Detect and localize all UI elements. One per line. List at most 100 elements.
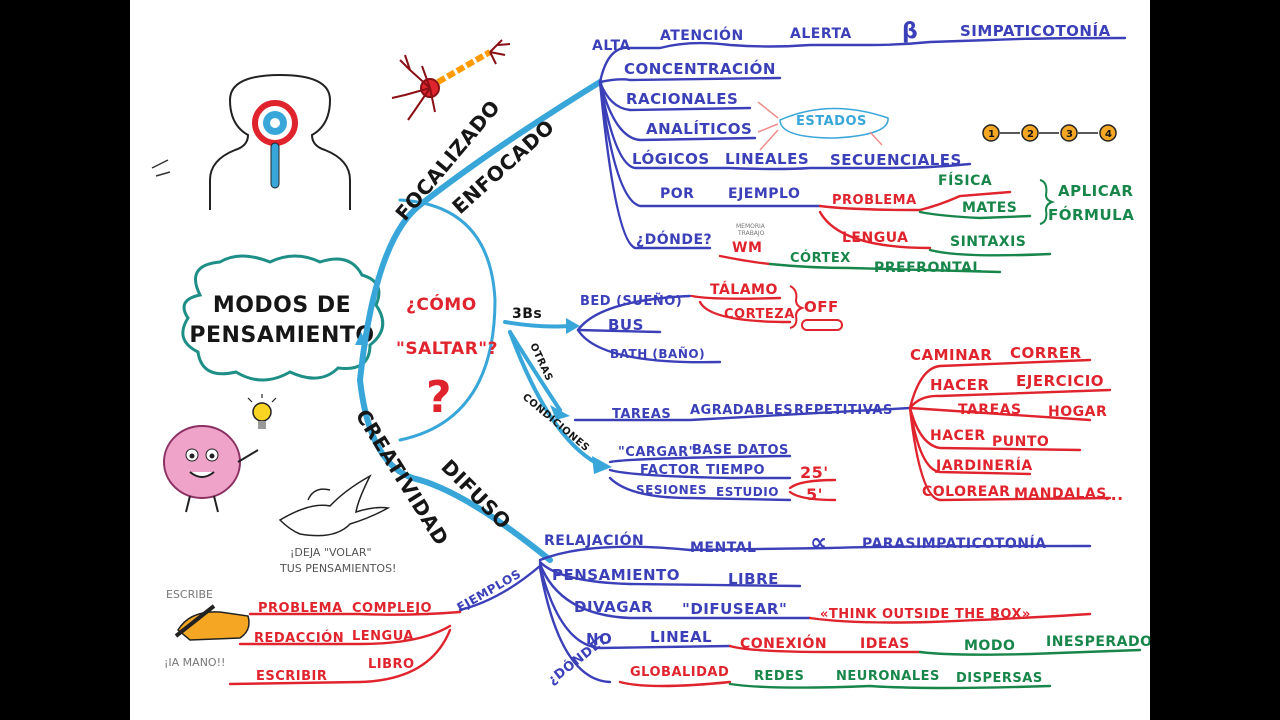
- text-globalidad: GLOBALIDAD: [630, 665, 729, 680]
- text-modo: MODO: [964, 638, 1015, 654]
- text-lineales: LINEALES: [725, 150, 809, 168]
- text-talamo: TÁLAMO: [710, 281, 778, 298]
- activity-jardineria: JARDINERÍA: [935, 457, 1033, 474]
- text-ejemplo: EJEMPLO: [728, 186, 800, 202]
- text-trabajo: TRABAJO: [737, 230, 765, 237]
- text-por: POR: [660, 186, 694, 202]
- text-sesiones: SESIONES: [636, 483, 707, 497]
- text-problema-complejo-2: COMPLEJO: [352, 601, 432, 616]
- activity-colorear: COLOREAR: [922, 484, 1010, 500]
- text-alta: ALTA: [592, 38, 631, 54]
- text-dispersas: DISPERSAS: [956, 671, 1043, 686]
- lightbulb-icon: [248, 394, 276, 429]
- text-think-outside: «THINK OUTSIDE THE BOX»: [820, 607, 1031, 622]
- text-cortex: CÓRTEX: [790, 250, 851, 266]
- text-tus-pensamientos: TUS PENSAMIENTOS!: [279, 562, 396, 575]
- focalizado-label: FOCALIZADO: [390, 95, 505, 225]
- text-saltar: "SALTAR"?: [396, 339, 498, 359]
- head-illustration: [152, 75, 350, 210]
- text-bath: BATH (BAÑO): [610, 346, 705, 361]
- text-como: ¿CÓMO: [406, 293, 477, 315]
- text-redes: REDES: [754, 669, 804, 684]
- text-bed: BED (SUEÑO): [580, 293, 682, 309]
- text-escribe: ESCRIBE: [166, 588, 213, 601]
- text-estados: ESTADOS: [796, 114, 867, 129]
- text-mental: MENTAL: [690, 540, 756, 556]
- text-difusear: "DIFUSEAR": [682, 600, 787, 618]
- text-prefrontal: PREFRONTAL: [874, 260, 982, 276]
- activity-tareas: TAREAS: [958, 402, 1022, 418]
- mind-map-sheet: MODOS DE PENSAMIENTO FOCALIZADO ENFOCADO…: [130, 0, 1150, 720]
- text-memoria: MEMORIA: [736, 223, 766, 230]
- text-logicos: LÓGICOS: [632, 149, 710, 168]
- text-atencion: ATENCIÓN: [660, 26, 744, 44]
- text-libro: LIBRO: [368, 657, 415, 672]
- central-title-line2: PENSAMIENTO: [189, 323, 374, 348]
- text-alerta: ALERTA: [790, 26, 852, 42]
- text-racionales: RACIONALES: [626, 90, 738, 108]
- text-inesperado: INESPERADO: [1046, 634, 1150, 650]
- activity-mandalas: MANDALAS: [1014, 486, 1107, 502]
- text-fisica: FÍSICA: [938, 172, 992, 189]
- text-aplicar: APLICAR: [1058, 182, 1133, 200]
- activity-hogar: HOGAR: [1048, 404, 1107, 420]
- text-repetitivas: REPETITIVAS: [794, 403, 893, 418]
- text-relajacion: RELAJACIÓN: [544, 531, 644, 549]
- text-analiticos: ANALÍTICOS: [646, 119, 752, 138]
- text-bus: BUS: [608, 316, 644, 334]
- step-1: 1: [988, 129, 995, 140]
- text-25min: 25': [800, 463, 829, 482]
- steps-sequence: 1 2 3 4: [983, 125, 1116, 141]
- text-pensamiento: PENSAMIENTO: [552, 566, 680, 584]
- text-beta: β: [902, 19, 918, 44]
- text-lengua-focused: LENGUA: [842, 230, 908, 246]
- brain-character-icon: [164, 426, 258, 512]
- activity-correr: CORRER: [1010, 344, 1082, 362]
- text-parasimpaticotonia: PARASIMPATICOTONÍA: [862, 535, 1047, 552]
- central-title-line1: MODOS DE: [213, 293, 351, 318]
- text-problema-complejo-1: PROBLEMA: [258, 601, 343, 616]
- activity-hacer1: HACER: [930, 376, 989, 394]
- text-wm: WM: [732, 240, 762, 256]
- text-simpaticotonia: SIMPATICOTONÍA: [960, 21, 1111, 40]
- text-ejemplos: EJEMPLOS: [455, 567, 524, 615]
- text-factor: FACTOR: [640, 463, 700, 478]
- text-escribir: ESCRIBIR: [256, 669, 327, 684]
- text-donde-focused: ¿DÓNDE?: [636, 230, 712, 248]
- text-formula: FÓRMULA: [1048, 205, 1134, 224]
- activity-hacer2: HACER: [930, 428, 986, 444]
- text-base-datos: BASE DATOS: [692, 443, 789, 458]
- text-off: OFF: [804, 298, 839, 316]
- text-cargar: "CARGAR": [618, 445, 696, 460]
- step-2: 2: [1027, 129, 1034, 140]
- step-3: 3: [1066, 129, 1073, 140]
- text-ideas: IDEAS: [860, 636, 910, 652]
- text-concentracion: CONCENTRACIÓN: [624, 59, 776, 78]
- question-mark: ?: [426, 372, 452, 423]
- activity-ellipsis: ...: [1104, 485, 1124, 504]
- text-secuenciales: SECUENCIALES: [830, 151, 962, 169]
- step-4: 4: [1105, 129, 1112, 140]
- text-amano: ¡IA MANO!!: [164, 656, 225, 669]
- text-tiempo: TIEMPO: [706, 463, 765, 478]
- text-alpha: ∝: [810, 528, 828, 556]
- activity-caminar: CAMINAR: [910, 346, 992, 364]
- text-5min: 5': [806, 485, 823, 504]
- text-libre: LIBRE: [728, 570, 779, 588]
- text-3bs: 3Bs: [512, 306, 542, 322]
- text-corteza: CORTEZA: [724, 307, 795, 322]
- dove-icon: [280, 476, 388, 536]
- central-cloud: [183, 256, 383, 380]
- text-neuronales: NEURONALES: [836, 669, 940, 684]
- switch-off-icon: [802, 320, 842, 330]
- text-tareas: TAREAS: [612, 407, 671, 422]
- activity-ejercicio: EJERCICIO: [1016, 372, 1104, 390]
- mind-map: MODOS DE PENSAMIENTO FOCALIZADO ENFOCADO…: [130, 0, 1150, 720]
- text-lineal: LINEAL: [650, 628, 712, 646]
- text-lengua-diffuse: LENGUA: [352, 629, 414, 644]
- text-estudio: ESTUDIO: [716, 485, 779, 499]
- text-deja-volar: ¡DEJA "VOLAR": [290, 546, 372, 559]
- text-mates: MATES: [962, 200, 1017, 216]
- activity-punto: PUNTO: [992, 434, 1049, 450]
- text-redaccion: REDACCIÓN: [254, 630, 344, 646]
